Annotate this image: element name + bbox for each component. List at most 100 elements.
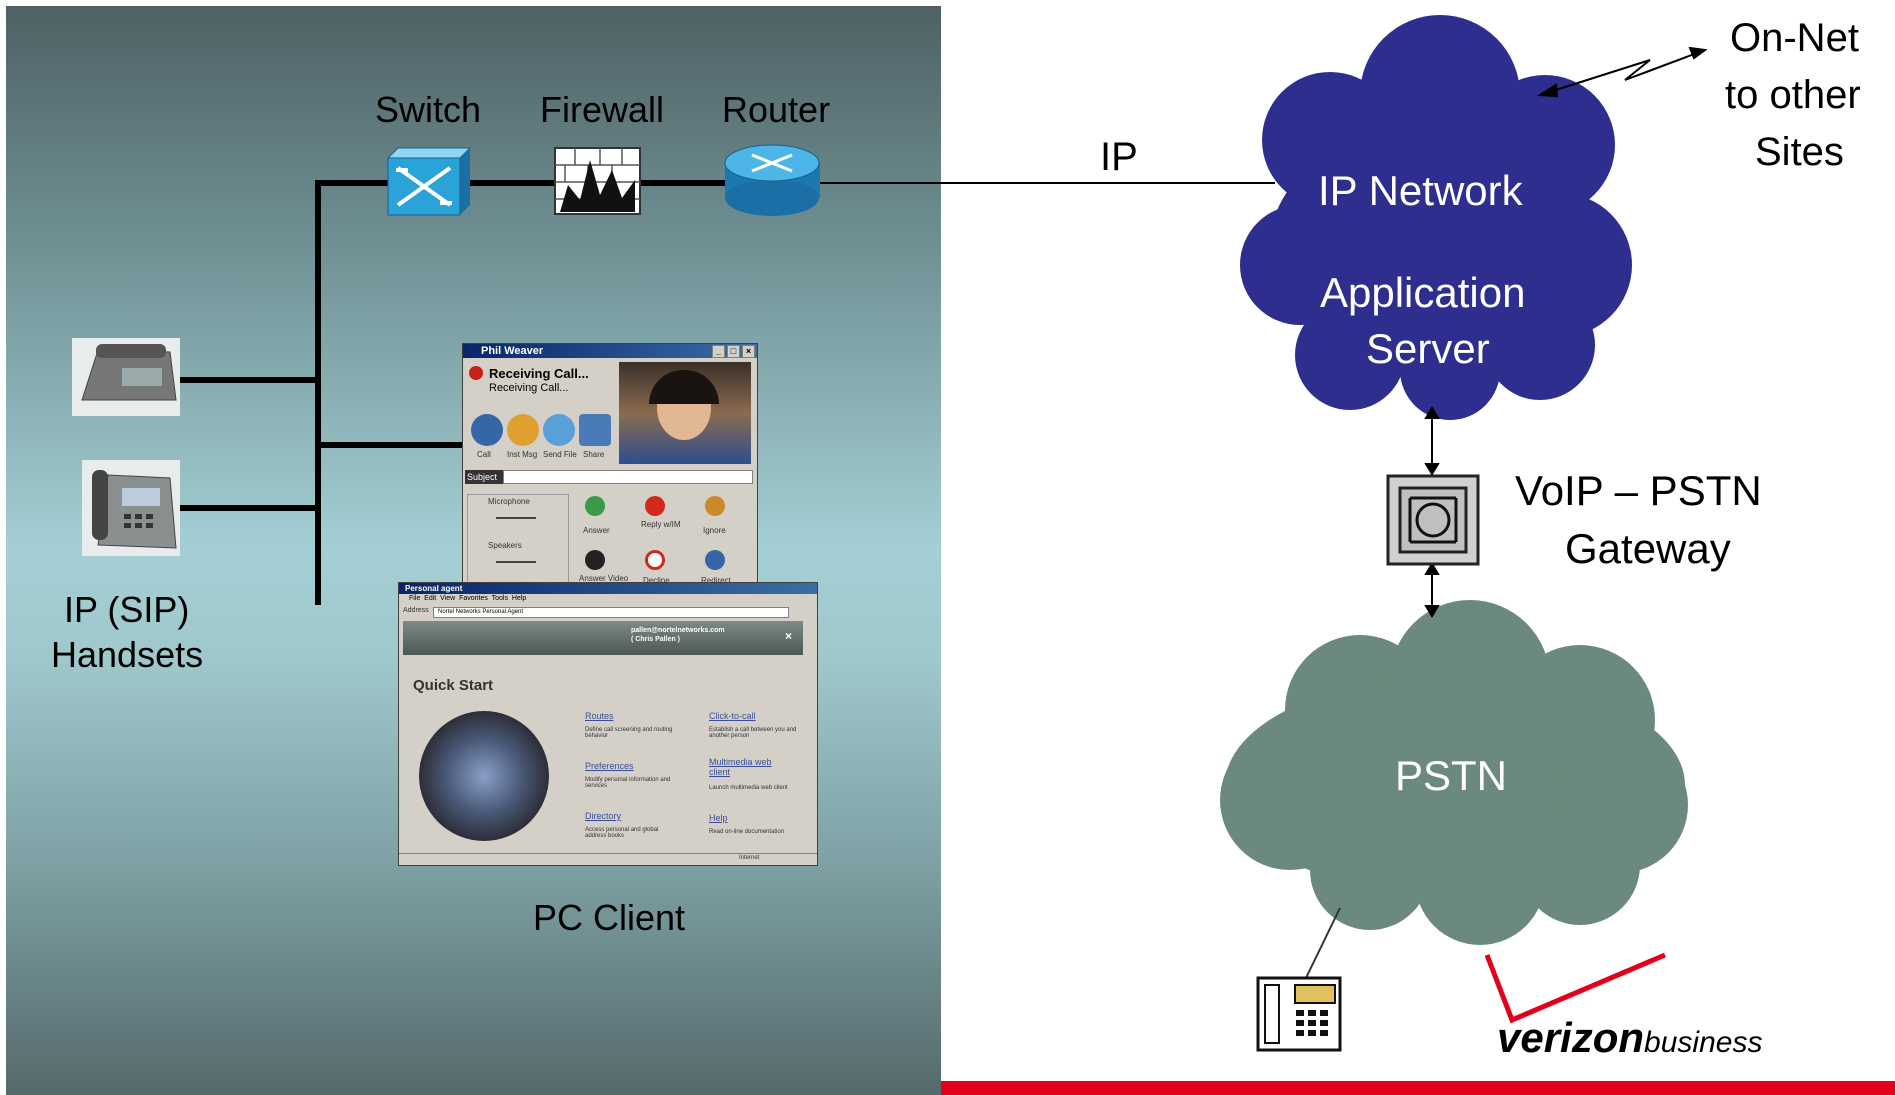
link-directory[interactable]: Directory [585,811,622,821]
pc-client-label: PC Client [533,897,686,938]
menu-file[interactable]: File [409,595,421,602]
call-icon[interactable] [471,414,503,446]
quick-start-heading: Quick Start [413,677,494,694]
send-file-icon[interactable] [543,414,575,446]
ip-network-cloud [1240,15,1632,420]
phone-window-title: Phil Weaver [481,345,544,357]
verizon-check-icon [1484,952,1666,1024]
router-icon [724,144,820,216]
app-server-label-line2: Server [1366,325,1490,372]
link-help[interactable]: Help [709,813,728,823]
on-net-link [1536,46,1708,98]
address-input[interactable]: Nortel Networks Personal Agent [433,607,789,618]
action-ignore: Ignore [703,526,726,535]
pstn-phone-line [1304,907,1341,981]
menu-edit[interactable]: Edit [424,595,437,602]
microphone-slider[interactable] [496,517,536,519]
verizon-word: verizon [1497,1014,1645,1061]
link-routes[interactable]: Routes [585,711,614,721]
redirect-icon[interactable] [705,550,725,570]
ignore-icon[interactable] [705,496,725,516]
gateway-icon [1386,474,1480,566]
brand-bar [941,1081,1895,1095]
action-decline: Decline [643,576,670,585]
link-click-to-call-desc: Establish a call between you and another… [709,727,797,739]
speakers-label: Speakers [488,541,522,550]
phone-client-window: Phil Weaver _□× Receiving Call... Receiv… [462,343,758,598]
link-click-to-call[interactable]: Click-to-call [709,711,756,721]
menu-help[interactable]: Help [511,595,527,602]
personal-agent-window: Personal agent File Edit View Favorites … [398,582,818,866]
status-zone: Internet [739,855,760,861]
menu-view[interactable]: View [440,595,456,602]
menu-bar: File Edit View Favorites Tools Help [409,595,526,602]
microphone-label: Microphone [488,497,530,506]
ip-network-label: IP Network [1318,167,1523,214]
link-routes-desc: Define call screening and routing behavi… [585,727,673,739]
inst-msg-icon[interactable] [507,414,539,446]
app-server-label-line1: Application [1320,269,1526,316]
subject-label: Subject [465,470,503,484]
link-preferences[interactable]: Preferences [585,761,634,771]
on-net-label-line1: On-Net [1730,16,1859,60]
menu-tools[interactable]: Tools [491,595,508,602]
router-label: Router [722,89,831,130]
business-word: business [1644,1026,1763,1059]
toolbar-label-call: Call [477,450,491,459]
quick-start-wheel [419,711,549,841]
menu-favorites[interactable]: Favorites [459,595,488,602]
speakers-slider[interactable] [496,561,536,563]
agent-nav-bar: pallen@nortelnetworks.com ( Chris Pallen… [403,621,803,655]
on-net-label-line3: Sites [1755,130,1844,174]
maximize-icon[interactable]: □ [727,345,740,358]
subject-input[interactable] [503,470,753,484]
action-reply-im: Reply w/IM [641,520,681,529]
on-net-label-line2: to other [1725,73,1861,117]
firewall-label: Firewall [540,89,665,130]
link-preferences-desc: Modify personal information and services [585,777,671,789]
user-name: ( Chris Pallen ) [631,636,681,643]
call-status: Receiving Call... [489,366,589,381]
ringing-icon [469,366,483,380]
pstn-label: PSTN [1395,752,1508,799]
agent-window-titlebar: Personal agent [399,583,817,594]
link-directory-desc: Access personal and global address books [585,827,659,839]
handsets-label-line2: Handsets [51,634,204,675]
toolbar-label-inst-msg: Inst Msg [507,450,538,459]
lan-wiring [180,180,725,605]
minimize-icon[interactable]: _ [712,345,725,358]
link-multimedia-desc: Launch multimedia web client [709,785,788,791]
answer-video-icon[interactable] [585,550,605,570]
pstn-phone-icon [1256,976,1342,1052]
pstn-cloud [1220,600,1688,945]
toolbar-label-send-file: Send File [543,450,577,459]
share-icon[interactable] [579,414,611,446]
address-label: Address [403,607,429,614]
reply-im-icon[interactable] [645,496,665,516]
action-answer: Answer [583,526,610,535]
decline-icon[interactable] [645,550,665,570]
action-redirect: Redirect [701,576,731,585]
firewall-icon [554,147,641,215]
action-answer-video: Answer Video [579,574,629,583]
user-email: pallen@nortelnetworks.com [631,627,725,634]
gateway-arrows [1424,406,1440,618]
phone-window-titlebar: Phil Weaver _□× [463,344,757,358]
switch-label: Switch [375,89,482,130]
switch-icon [386,147,472,216]
agent-window-title: Personal agent [405,584,463,593]
ip-link-label: IP [1100,135,1138,179]
answer-icon[interactable] [585,496,605,516]
ip-handset-icon-2 [82,460,180,556]
close-agent-icon[interactable]: × [785,629,793,643]
call-status-sub: Receiving Call... [489,382,569,394]
gateway-label-line1: VoIP – PSTN [1515,467,1762,514]
toolbar-label-share: Share [583,450,605,459]
close-icon[interactable]: × [742,345,755,358]
ip-handset-icon-1 [72,338,180,416]
verizon-logo: verizonbusiness [1497,1017,1762,1059]
handsets-label-line1: IP (SIP) [64,589,190,630]
link-multimedia[interactable]: Multimedia web client [709,757,772,777]
video-preview [619,362,751,464]
